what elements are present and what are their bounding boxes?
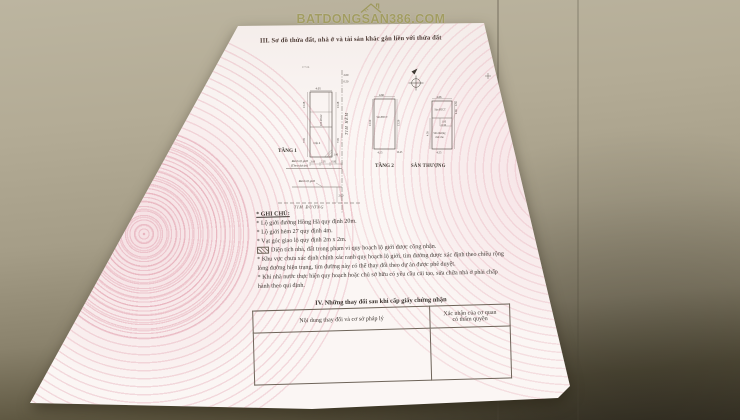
dim-left-lower: 7.05 [303, 138, 306, 143]
floor2-title: TẦNG 2 [375, 161, 394, 169]
dim-bottom: 4.55 [378, 152, 383, 155]
ghi-chu-block: * GHI CHÚ: * Lộ giới đường Hồng Hà quy đ… [256, 205, 510, 292]
section4-block: IV. Những thay đổi sau khi cấp giấy chứn… [252, 294, 512, 386]
dim-inner: 1.00 [442, 121, 447, 124]
roof-terrace-plan: 4.66 Sàn BTCT Sân thượng mái che 0.50 4.… [411, 96, 458, 169]
hatch-legend-swatch [256, 246, 270, 254]
dim-inner: 0.50 [442, 124, 447, 127]
tim-hem-label: TIM HẺM [344, 112, 349, 135]
dim-corner: 1.40 [334, 154, 339, 157]
dim-right-lower: 7.05 [337, 138, 340, 143]
site-plan-diagram: 17.5 m 4.05 2.00 0.50 13.28 7.05 13.28 7… [278, 66, 491, 214]
dim-right: 4.00 [455, 109, 458, 114]
dim-corner: 10.45 [397, 151, 404, 154]
corner-cut-hatch [324, 149, 333, 158]
dim-right-upper: 13.28 [337, 101, 340, 108]
section3-heading: III. Sơ đồ thửa đất, nhà ở và tài sản kh… [259, 34, 442, 45]
dim-setback: 2.00 [339, 195, 344, 198]
table-empty-row [253, 325, 512, 386]
house-roof-icon [360, 3, 382, 13]
dim-left-upper: 13.28 [303, 101, 306, 108]
room-label: Cấp 4 [314, 142, 321, 145]
dim-left: 13.50 [369, 119, 372, 126]
room-label: mái che [436, 136, 445, 139]
dim-left: 4.50 [427, 131, 430, 136]
changes-table: Nội dung thay đổi và cơ sở pháp lý Xác n… [252, 303, 512, 386]
road-boundary-sublabel: (Theo dự án) [291, 164, 308, 168]
empty-cell [253, 328, 432, 386]
tim-duong-label: TIM ĐƯỜNG [294, 205, 324, 210]
lot-area-label: 103.28 m² [320, 114, 323, 126]
road-boundary-label: Ranh lộ giới [291, 159, 308, 163]
dim-right: 13.50 [398, 119, 401, 126]
floor1-title: TẦNG 1 [278, 146, 297, 154]
watermark-text: BATDONGSAN386.COM [296, 12, 446, 26]
north-compass-icon [408, 68, 424, 91]
tim-duong-axis: TIM ĐƯỜNG [278, 202, 362, 210]
floor1-plan: 17.5 m 4.05 2.00 0.50 13.28 7.05 13.28 7… [278, 66, 349, 203]
floor2-plan: 4.66 Sàn BTCT 13.50 13.50 4.55 10.45 TẦN… [369, 94, 403, 169]
dim-bottom: 3.68 [311, 161, 316, 164]
wall-seam [577, 0, 579, 420]
survey-cross-mark [485, 73, 491, 79]
tim-hem-axis: TIM HẺM [341, 70, 349, 214]
room-label: Sàn BTCT [377, 116, 389, 119]
roof-terrace-title: SÂN THƯỢNG [411, 163, 446, 169]
dim-bottom: 2.05 [321, 161, 326, 164]
empty-cell [430, 325, 512, 381]
dim-top: 4.05 [316, 87, 322, 91]
dim-top: 4.66 [437, 96, 442, 99]
alley-width-note: 17.5 m [302, 66, 309, 69]
room-label: Sân thượng [434, 132, 447, 135]
room-label: Sàn BTCT [435, 109, 447, 112]
road-boundary-label: Ranh lộ giới [298, 179, 315, 183]
dim-bottom: 4.55 [437, 152, 442, 155]
dim-bottom: 0.80 [332, 161, 337, 164]
col2-header: Xác nhận của cơ quan có thẩm quyền [429, 303, 511, 329]
watermark: BATDONGSAN386.COM [295, 1, 447, 26]
dim-top: 4.66 [379, 94, 384, 97]
dim-to-alley: 0.50 [344, 81, 349, 84]
dim-right: 0.50 [455, 101, 458, 106]
dim-to-alley: 2.00 [344, 74, 349, 77]
